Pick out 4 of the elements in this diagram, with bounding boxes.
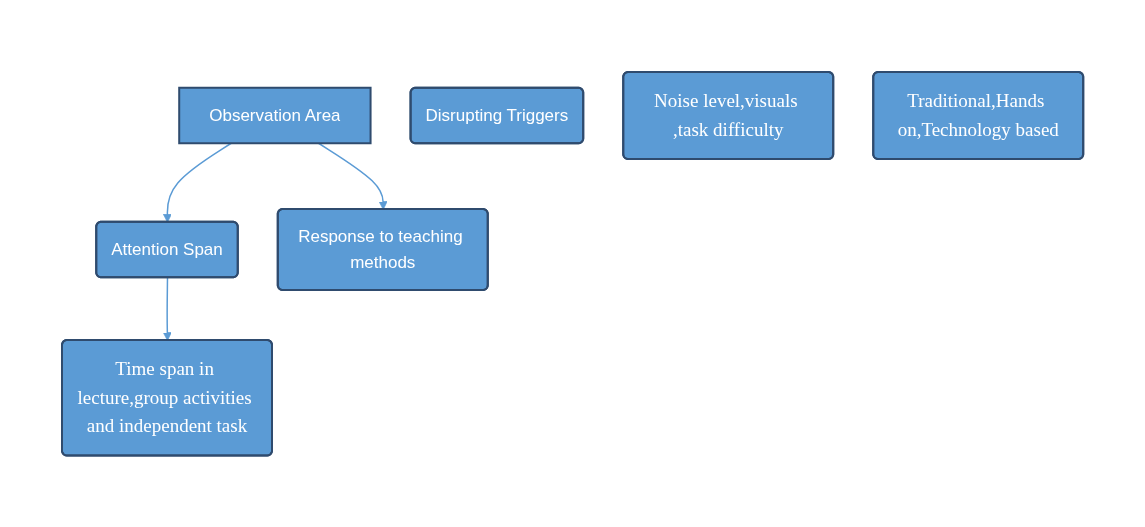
node-box: Observation Area [178, 86, 372, 144]
arrow [162, 276, 172, 341]
arrow [162, 142, 232, 223]
arrow [317, 142, 388, 210]
